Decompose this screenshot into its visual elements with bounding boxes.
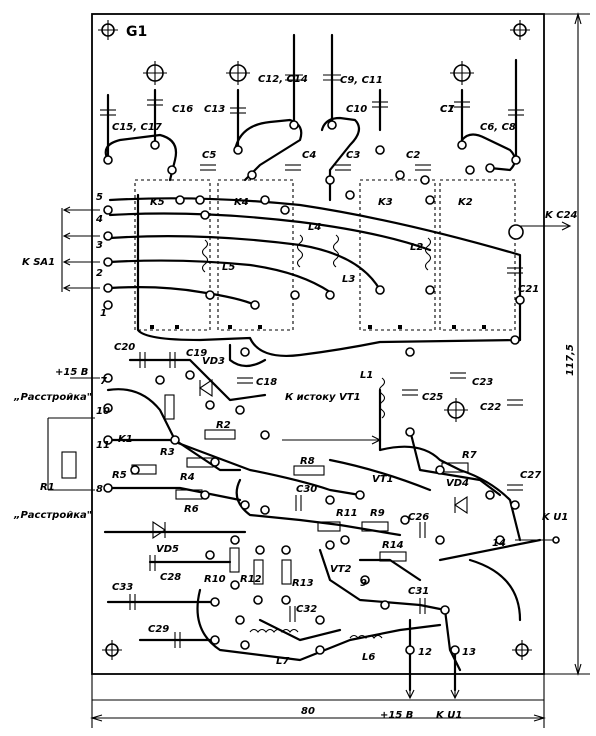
- resistors: [61, 394, 469, 585]
- connector-arrows: [47, 206, 572, 700]
- component-label: C26: [408, 512, 429, 523]
- component-label: R6: [184, 504, 199, 515]
- component-label: L7: [276, 656, 289, 667]
- board-id-label: G1: [126, 24, 147, 40]
- component-label: C25: [422, 392, 443, 403]
- component-label: C10: [346, 104, 367, 115]
- copper-traces: [103, 116, 542, 692]
- pin-number: 10: [96, 406, 110, 417]
- component-label: L3: [342, 274, 355, 285]
- component-label: L4: [308, 222, 321, 233]
- component-label: C3: [346, 150, 360, 161]
- component-label: C4: [302, 150, 316, 161]
- k-u1-bottom-label: K U1: [436, 710, 462, 721]
- component-label: C31: [408, 586, 429, 597]
- component-label: K2: [458, 197, 473, 208]
- component-label: C2: [406, 150, 420, 161]
- pin-number: 8: [96, 484, 103, 495]
- component-label: C28: [160, 572, 181, 583]
- pin-number: 2: [96, 268, 103, 279]
- pin-number: 3: [96, 240, 103, 251]
- component-label: C7: [440, 104, 454, 115]
- pin-number: 11: [96, 440, 110, 451]
- capacitors: [129, 164, 523, 648]
- component-label: R10: [204, 574, 226, 585]
- component-label: C18: [256, 377, 277, 388]
- component-label: C15, C17: [112, 122, 162, 133]
- component-label: K5: [150, 197, 165, 208]
- board-outline: [91, 13, 545, 675]
- component-label: R7: [462, 450, 477, 461]
- component-label: R13: [292, 578, 314, 589]
- component-label: C23: [472, 377, 493, 388]
- k-c24-label: K C24: [545, 210, 578, 221]
- width-dimension-label: 80: [301, 706, 315, 717]
- solder-pads: [103, 120, 525, 655]
- pin-number: 1: [100, 308, 107, 319]
- component-label: R3: [160, 447, 175, 458]
- component-label: C20: [114, 342, 135, 353]
- component-label: R1: [40, 482, 55, 493]
- component-label: VD4: [446, 478, 469, 489]
- pin-number: 4: [95, 214, 103, 225]
- component-label: VT1: [372, 474, 394, 485]
- component-label: C33: [112, 582, 133, 593]
- component-label: R14: [382, 540, 404, 551]
- plus15-left-label: +15 B: [55, 367, 88, 378]
- component-label: R8: [300, 456, 315, 467]
- plus15-bottom-label: +15 B: [380, 710, 413, 721]
- dimension-width: 80: [90, 674, 546, 728]
- component-label: C6, C8: [480, 122, 516, 133]
- component-label: C21: [518, 284, 539, 295]
- component-label: R9: [370, 508, 385, 519]
- component-label: C32: [296, 604, 317, 615]
- pin-number: 14: [492, 538, 506, 549]
- component-label: L6: [362, 652, 375, 663]
- component-label: C9, C11: [340, 75, 383, 86]
- rasstroika-label-1: „Расстройка": [13, 392, 92, 403]
- dimension-height: 117,5: [544, 12, 590, 676]
- component-label: C1: [440, 104, 454, 115]
- component-label: L2: [410, 242, 423, 253]
- component-label: C5: [202, 150, 216, 161]
- pin-number: 12: [418, 647, 432, 658]
- pin-number: 13: [462, 647, 476, 658]
- component-label: VT2: [330, 564, 352, 575]
- k-istoku-label: К истоку VT1: [285, 392, 361, 403]
- rasstroika-label-2: „Расстройка": [13, 510, 92, 521]
- component-label: C13: [204, 104, 225, 115]
- component-label: VD5: [156, 544, 179, 555]
- component-label: C16: [172, 104, 193, 115]
- k-u1-right-label: K U1: [542, 512, 568, 523]
- component-label: L5: [222, 262, 235, 273]
- component-label: VD3: [202, 356, 225, 367]
- diodes: [152, 378, 468, 540]
- component-label: C30: [296, 484, 317, 495]
- coils: [201, 234, 432, 639]
- component-label: R5: [112, 470, 127, 481]
- component-label: K3: [378, 197, 393, 208]
- relays: [134, 179, 516, 331]
- height-dimension-label: 117,5: [565, 344, 576, 376]
- component-label: K4: [234, 197, 249, 208]
- component-label: C29: [148, 624, 169, 635]
- mounting-holes: [98, 20, 532, 660]
- component-label: R12: [240, 574, 262, 585]
- component-label: C12, C14: [258, 74, 308, 85]
- k-sa1-label: K SA1: [22, 257, 55, 268]
- component-label: K1: [118, 434, 133, 445]
- component-label: R2: [216, 420, 231, 431]
- component-label: R4: [180, 472, 195, 483]
- pin-number: 9: [360, 578, 367, 589]
- component-label: C27: [520, 470, 541, 481]
- pin-number: 7: [100, 376, 107, 387]
- component-label: C19: [186, 348, 207, 359]
- component-label: L1: [360, 370, 373, 381]
- pin-number: 5: [96, 192, 103, 203]
- component-label: R11: [336, 508, 358, 519]
- component-label: C22: [480, 402, 501, 413]
- relay-pins: [150, 325, 486, 329]
